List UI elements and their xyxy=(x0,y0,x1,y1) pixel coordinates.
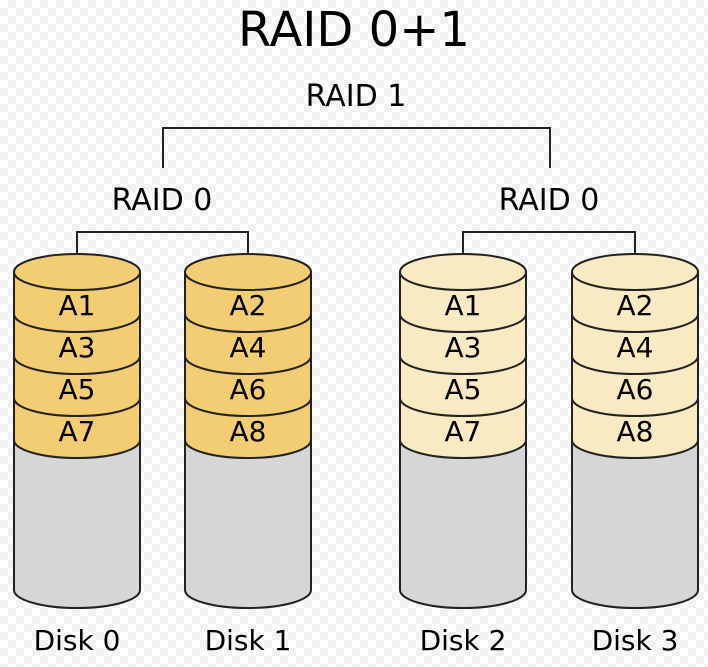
disk-empty-space xyxy=(13,439,141,609)
disk-name: Disk 0 xyxy=(34,624,121,657)
disk-name: Disk 1 xyxy=(205,624,292,657)
mirror-connector xyxy=(162,127,551,168)
block-label: A3 xyxy=(445,331,482,364)
block-label: A2 xyxy=(617,289,654,322)
disk-name: Disk 3 xyxy=(592,624,679,657)
disk-empty-space xyxy=(399,439,527,609)
block-label: A8 xyxy=(230,415,267,448)
block-label: A2 xyxy=(230,289,267,322)
block-label: A5 xyxy=(59,373,96,406)
raid1-label: RAID 1 xyxy=(306,79,407,114)
raid0-label-right: RAID 0 xyxy=(499,183,600,218)
block-label: A6 xyxy=(617,373,654,406)
disk-top-cap xyxy=(399,253,527,291)
stripe-connector-right xyxy=(462,231,636,272)
block-label: A5 xyxy=(445,373,482,406)
stripe-connector-left xyxy=(76,231,249,272)
disk-top-cap xyxy=(571,253,699,291)
block-label: A1 xyxy=(445,289,482,322)
block-label: A7 xyxy=(445,415,482,448)
block-label: A6 xyxy=(230,373,267,406)
disk-top-cap xyxy=(184,253,312,291)
raid0-label-left: RAID 0 xyxy=(112,183,213,218)
block-label: A8 xyxy=(617,415,654,448)
block-label: A4 xyxy=(617,331,654,364)
block-label: A7 xyxy=(59,415,96,448)
disk-empty-space xyxy=(571,439,699,609)
disk-empty-space xyxy=(184,439,312,609)
block-label: A1 xyxy=(59,289,96,322)
diagram-title: RAID 0+1 xyxy=(238,2,470,58)
block-label: A3 xyxy=(59,331,96,364)
disk-top-cap xyxy=(13,253,141,291)
block-label: A4 xyxy=(230,331,267,364)
disk-name: Disk 2 xyxy=(420,624,507,657)
